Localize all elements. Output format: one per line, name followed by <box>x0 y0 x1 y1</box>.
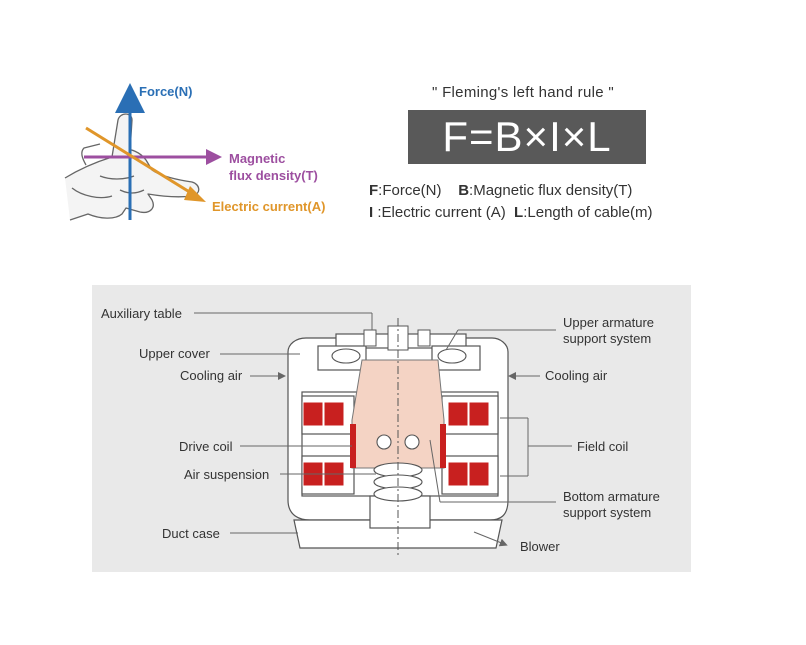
bottom-armature-line2: support system <box>563 505 652 520</box>
force-label: Force(N) <box>139 84 193 99</box>
callout-cooling-air-right: Cooling air <box>545 368 608 383</box>
legend-symbol: B <box>458 182 470 199</box>
callout-air-suspension: Air suspension <box>184 467 270 482</box>
hand-sketch <box>64 113 200 221</box>
legend-symbol: I <box>369 204 374 221</box>
magnetic-arrow <box>84 149 222 165</box>
upper-armature-line1: Upper armature <box>563 315 655 330</box>
callout-upper-armature: Upper armature support system <box>563 315 654 347</box>
auxiliary-table-parts <box>363 325 431 351</box>
formula-text: F=B×I×L <box>442 113 612 160</box>
callout-leaders <box>194 312 572 547</box>
callout-bottom-armature: Bottom armature support system <box>563 489 660 521</box>
callout-drive-coil: Drive coil <box>179 439 233 454</box>
magnetic-label-line2: flux density(T) <box>229 168 318 183</box>
legend-row: I :Electric current (A) L:Length of cabl… <box>369 204 652 221</box>
callout-field-coil: Field coil <box>577 439 629 454</box>
upper-armature-line2: support system <box>563 331 652 346</box>
legend-desc: :Length of cable(m) <box>523 204 653 221</box>
bottom-armature-line1: Bottom armature <box>563 489 660 504</box>
legend-desc: :Magnetic flux density(T) <box>469 182 633 199</box>
formula-box: F=B×I×L <box>408 110 646 164</box>
fleming-hand-illustration <box>64 83 222 221</box>
drive-coil-strips <box>350 424 446 468</box>
legend-desc: :Force(N) <box>378 182 442 199</box>
callout-upper-cover: Upper cover <box>139 346 210 361</box>
callout-cooling-air-left: Cooling air <box>180 368 243 383</box>
legend-symbol: L <box>514 204 524 221</box>
magnetic-flux-label: Magnetic flux density(T) <box>229 150 318 184</box>
legend-symbol: F <box>369 182 379 199</box>
legend-row: F:Force(N) B:Magnetic flux density(T) <box>369 182 632 199</box>
electric-current-label: Electric current(A) <box>212 199 326 214</box>
callout-blower: Blower <box>520 539 560 554</box>
field-coil-blocks <box>302 401 490 487</box>
legend-desc: :Electric current (A) <box>377 204 506 221</box>
callout-duct-case: Duct case <box>162 526 220 541</box>
current-arrow <box>85 126 206 202</box>
rule-title: " Fleming's left hand rule " <box>432 84 614 101</box>
callout-auxiliary-table: Auxiliary table <box>101 306 182 321</box>
magnetic-label-line1: Magnetic <box>229 151 286 166</box>
